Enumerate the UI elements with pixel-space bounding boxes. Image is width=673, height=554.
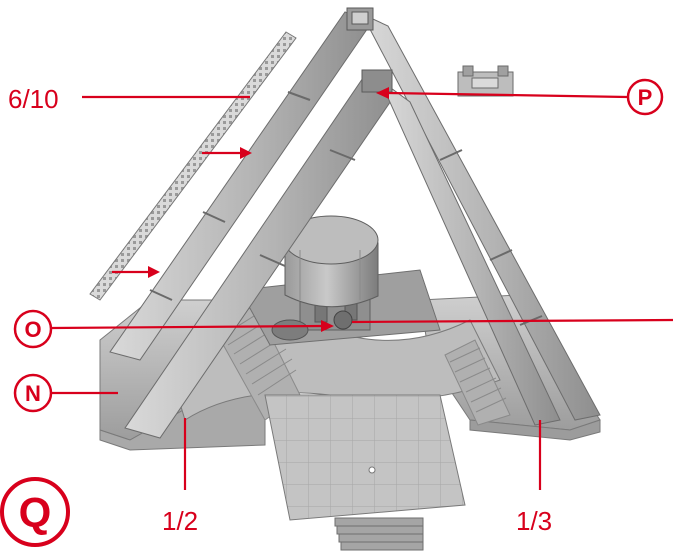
marker-p: P bbox=[626, 78, 664, 116]
front-steps bbox=[334, 517, 424, 551]
front-walkway bbox=[264, 394, 466, 521]
marker-n: N bbox=[13, 373, 53, 413]
apex-block bbox=[346, 7, 393, 93]
right-base-front bbox=[469, 419, 601, 441]
arrow-p bbox=[376, 87, 389, 99]
leader-right-hub bbox=[351, 318, 673, 324]
ladder-piece bbox=[89, 31, 297, 301]
label-third: 1/3 bbox=[516, 506, 552, 536]
arrow-lower bbox=[148, 266, 160, 278]
arrow-upper bbox=[240, 147, 252, 159]
annotations bbox=[51, 87, 673, 490]
frame-leg-rear-right bbox=[360, 12, 601, 421]
frame-leg-front-right bbox=[378, 78, 561, 426]
drum-cylinder bbox=[283, 215, 379, 308]
model-illustration bbox=[89, 7, 601, 551]
marker-o-text: O bbox=[24, 317, 41, 342]
leader-o bbox=[51, 324, 323, 330]
marker-q: Q bbox=[0, 477, 70, 547]
marker-q-text: Q bbox=[19, 489, 52, 536]
walkway-hole bbox=[368, 466, 376, 474]
hinge-part bbox=[457, 65, 514, 97]
label-six-tenths: 6/10 bbox=[8, 84, 59, 114]
marker-o: O bbox=[13, 309, 53, 349]
leader-p bbox=[387, 91, 628, 99]
label-half: 1/2 bbox=[162, 506, 198, 536]
right-stair-ramp bbox=[444, 339, 511, 426]
arrow-o bbox=[321, 320, 334, 332]
marker-n-text: N bbox=[25, 381, 41, 406]
beam-joints bbox=[149, 91, 543, 326]
marker-p-text: P bbox=[638, 85, 653, 110]
